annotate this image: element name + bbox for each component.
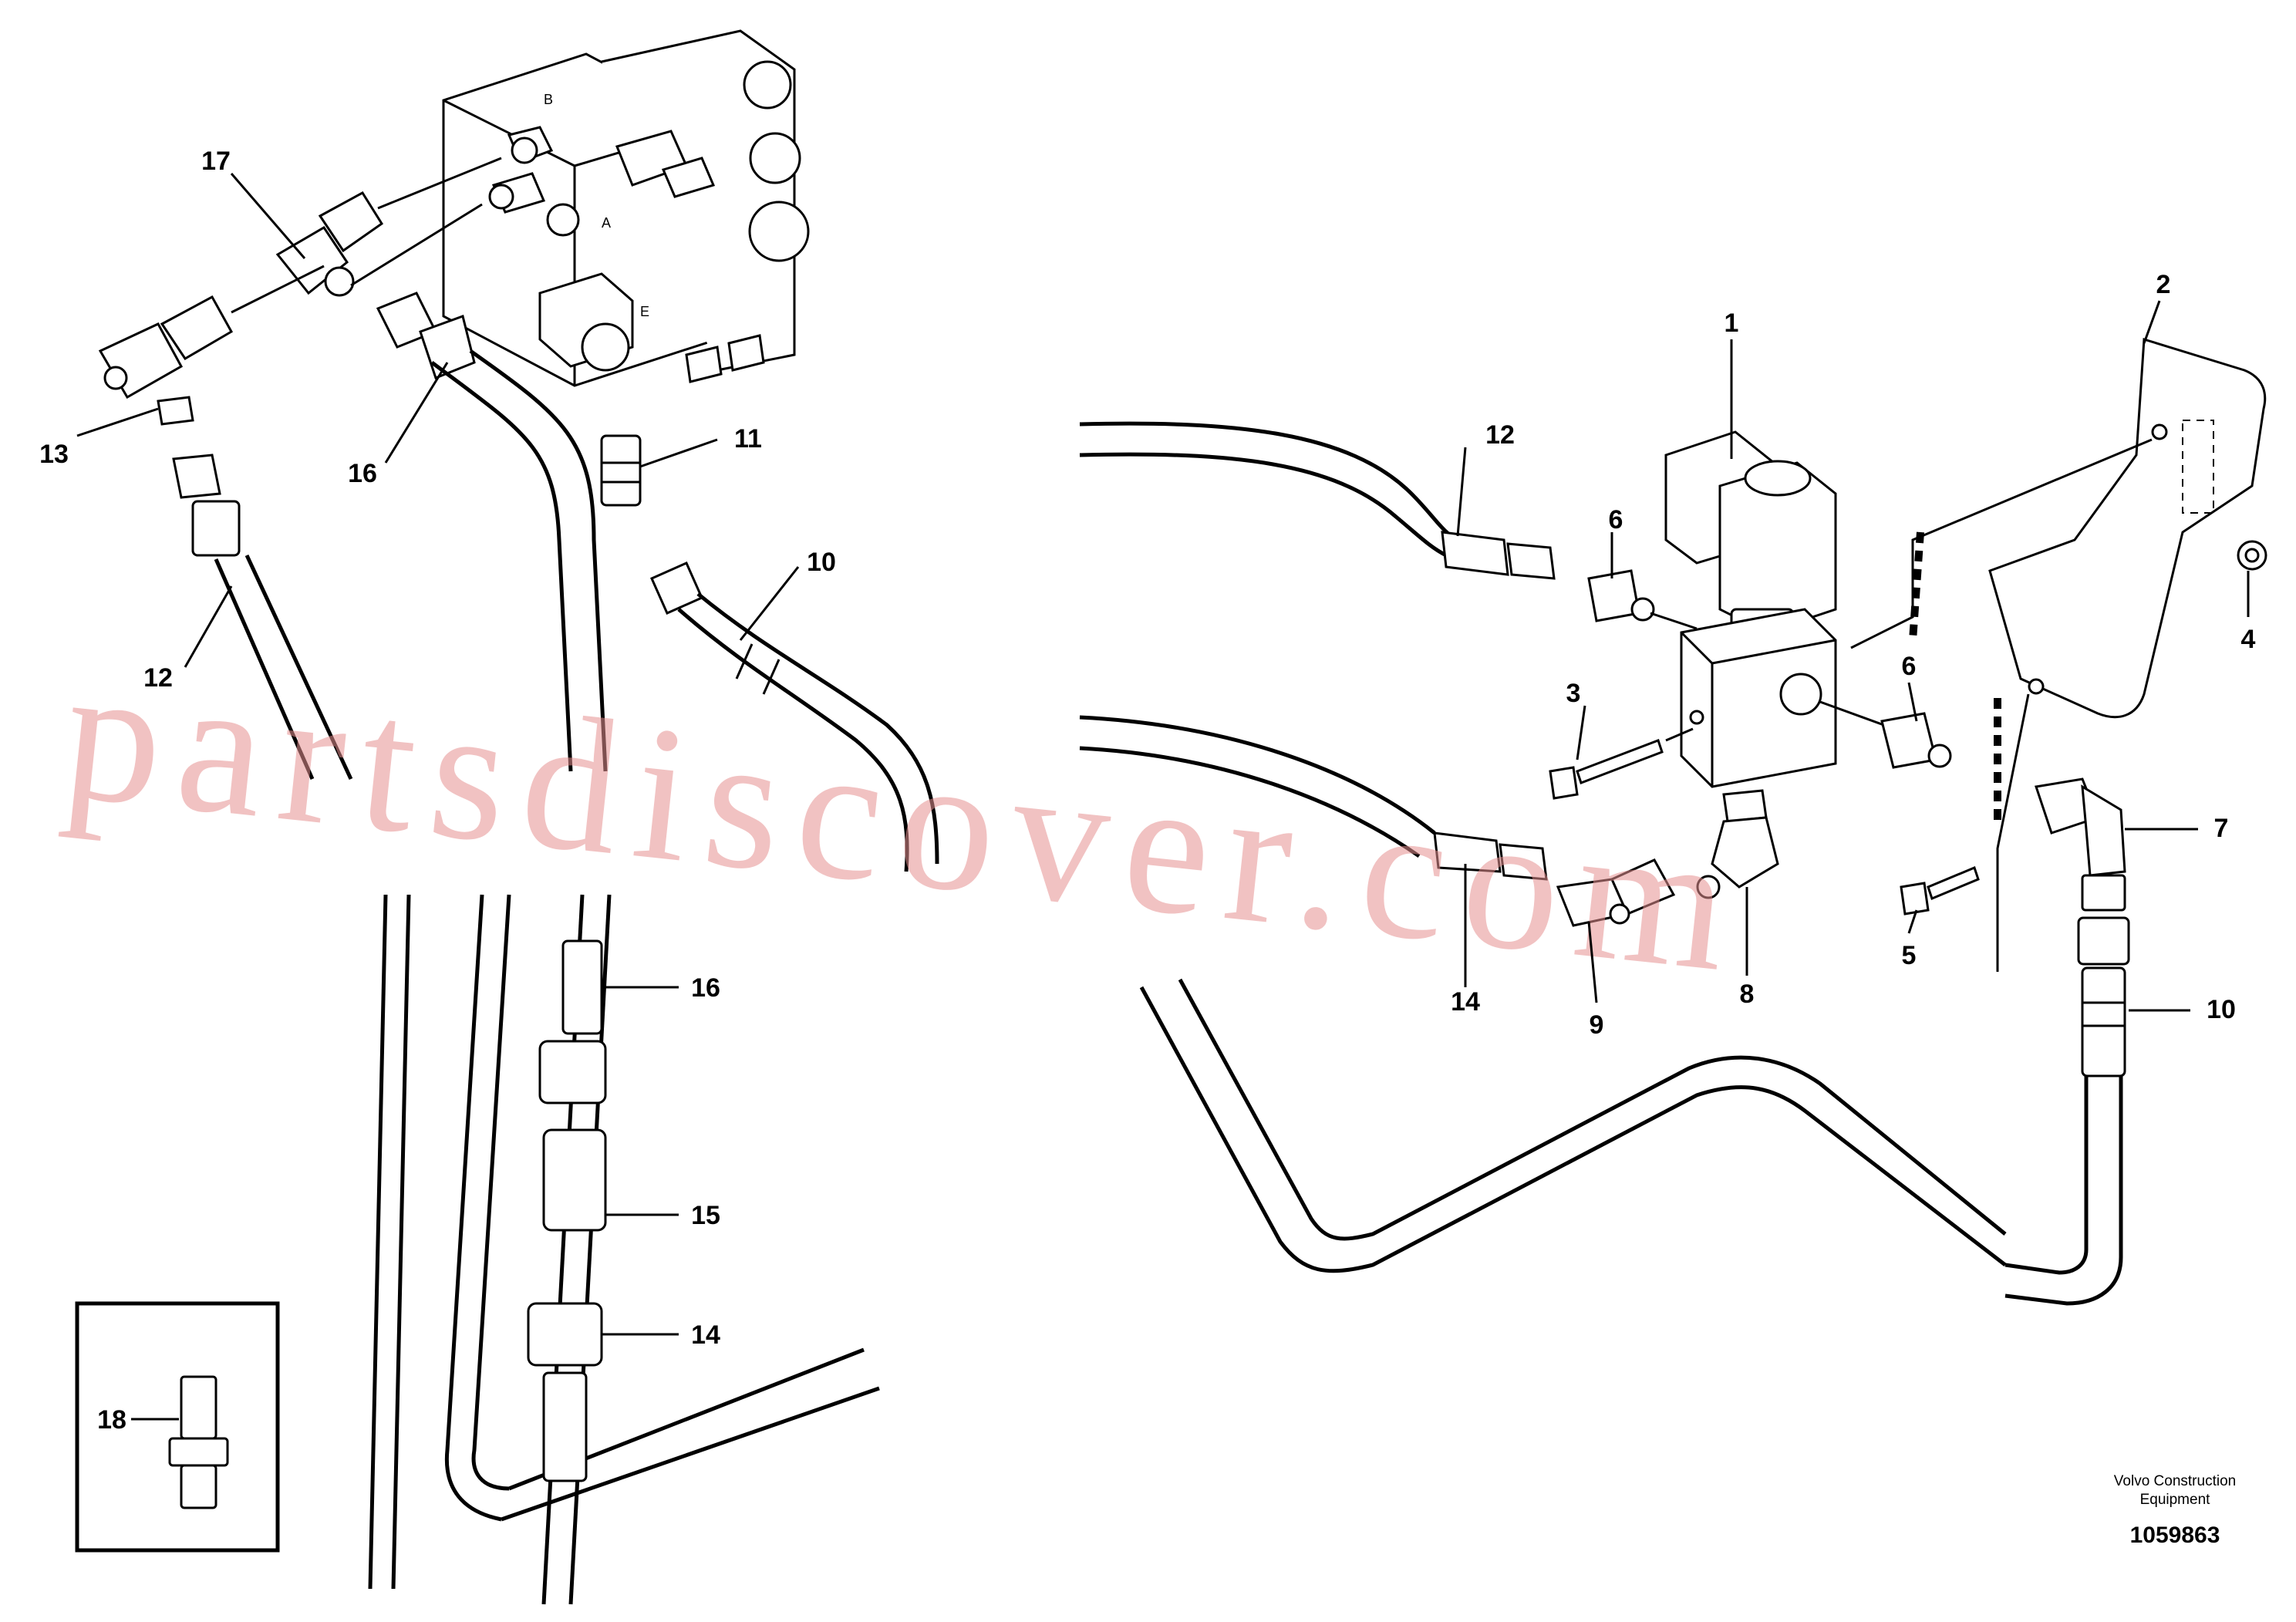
callout-8: 8 [1740,980,1755,1009]
solenoid-valve-1 [1664,430,1837,788]
coupling-15-and-nut-14 [527,939,607,1482]
svg-text:E: E [640,304,649,319]
callout-15: 15 [691,1201,720,1230]
svg-text:A: A [602,215,611,231]
credit-line-2: Equipment [2140,1492,2211,1508]
fitting-7-elbow [2035,777,2126,912]
fitting-11-adapter [600,434,642,507]
hose-10-left [650,561,939,872]
fitting-17-elbow [275,157,502,297]
callout-1: 1 [1725,309,1739,338]
control-valve-block: B A E [442,29,810,387]
leader-lines [76,173,2250,1421]
hose-10-right [2004,916,2130,1306]
bolt-3 [1549,727,1694,800]
callout-5: 5 [1902,941,1917,970]
bolt-5 [1900,865,1980,916]
callout-7: 7 [2214,814,2229,843]
callout-17: 17 [201,147,231,176]
hose-14-right [1079,715,1548,881]
hose-12-right [1079,421,1556,580]
callout-9: 9 [1590,1010,1604,1040]
hose-16-top [376,292,608,772]
callout-16-lower: 16 [691,973,720,1003]
callout-12-right: 12 [1485,420,1515,450]
callout-labels: 17 13 12 16 11 10 12 6 1 2 4 3 6 7 5 14 … [39,147,2255,1435]
callout-18: 18 [97,1405,126,1435]
callout-10-left: 10 [807,548,836,577]
callout-4: 4 [2241,625,2256,654]
fitting-6-lower [1819,700,1952,769]
fitting-9-elbow [1556,858,1676,927]
callout-16-top: 16 [348,459,377,488]
watermark-text: partsdiscover.com [56,625,1755,1013]
callout-11: 11 [734,424,762,454]
credit-line-1: Volvo Construction [2114,1473,2236,1489]
callout-12-left: 12 [143,663,173,693]
callout-14-left: 14 [691,1320,720,1350]
document-number: 1059863 [2130,1523,2220,1548]
fitting-6-upper [1587,569,1698,630]
pipes-lower-left [368,894,880,1605]
inset-box-18 [75,1301,280,1553]
callout-13: 13 [39,440,69,469]
fitting-13-tee [98,265,325,426]
callout-14-right: 14 [1451,987,1480,1017]
callout-6-upper: 6 [1609,505,1623,534]
callout-10-right: 10 [2207,995,2236,1024]
bracket-2 [1850,338,2267,972]
callout-6-lower: 6 [1902,652,1917,681]
hose-12-left [172,454,353,781]
callout-3: 3 [1566,679,1581,708]
fitting-8-elbow [1696,789,1779,899]
pipe-lower-right [1139,978,2007,1273]
callout-2: 2 [2156,270,2171,299]
svg-text:B: B [544,92,553,107]
